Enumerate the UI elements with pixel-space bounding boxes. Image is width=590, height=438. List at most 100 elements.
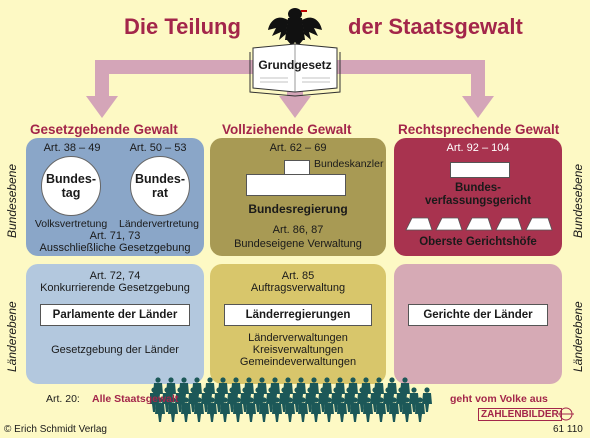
chancellor-label: Bundeskanzler	[314, 158, 384, 170]
publisher: © Erich Schmidt Verlag	[4, 424, 107, 435]
side-label-state-left: Länderebene	[5, 301, 19, 372]
person-icon	[231, 377, 241, 402]
side-label-state-right: Länderebene	[571, 301, 585, 372]
person-icon	[220, 397, 230, 422]
municipal-administrations: Gemeindeverwaltungen	[239, 356, 357, 368]
person-icon	[331, 387, 341, 412]
constitutional-court-block	[450, 162, 510, 178]
legislative-federal-panel: Art. 38 – 49 Art. 50 – 53 Bundes- tag Bu…	[26, 138, 204, 256]
footer-right-quote: geht vom Volke aus	[450, 393, 548, 405]
person-icon	[400, 377, 410, 402]
person-icon	[194, 397, 204, 422]
person-icon	[318, 387, 328, 412]
state-governments-box: Länderregierungen	[224, 304, 372, 326]
art-86-87: Art. 86, 87	[272, 224, 324, 236]
eagle-icon	[268, 8, 322, 46]
person-icon	[155, 397, 165, 422]
person-icon	[279, 387, 289, 412]
caption-volksvertretung: Volksvertretung	[34, 218, 108, 230]
person-icon	[296, 377, 306, 402]
side-label-federal-left: Bundesebene	[5, 163, 19, 238]
person-icon	[227, 387, 237, 412]
person-icon	[350, 397, 360, 422]
person-icon	[201, 387, 211, 412]
person-icon	[253, 387, 263, 412]
exclusive-legislation: Ausschließliche Gesetzgebung	[39, 242, 191, 254]
person-icon	[344, 387, 354, 412]
person-icon	[357, 387, 367, 412]
bundesrat-label: Bundes- rat	[135, 172, 185, 200]
person-icon	[162, 387, 172, 412]
supreme-courts-label: Oberste Gerichtshöfe	[419, 236, 537, 248]
person-icon	[192, 377, 202, 402]
footer-art-20: Art. 20:	[46, 393, 80, 405]
person-icon	[153, 377, 163, 402]
federal-government-label: Bundesregierung	[248, 202, 348, 216]
side-label-federal-right: Bundesebene	[571, 163, 585, 238]
state-courts-box: Gerichte der Länder	[408, 304, 548, 326]
federal-administration: Bundeseigene Verwaltung	[234, 238, 362, 250]
person-icon	[150, 387, 159, 412]
book-label: Grundgesetz	[258, 58, 332, 72]
executive-federal-panel: Art. 62 – 69 Bundeskanzler Bundesregieru…	[210, 138, 386, 256]
person-icon	[370, 387, 380, 412]
person-icon	[311, 397, 321, 422]
judicial-federal-panel: Art. 92 – 104 Bundes- verfassungsgericht…	[394, 138, 562, 256]
person-icon	[348, 377, 358, 402]
person-icon	[205, 377, 215, 402]
person-icon	[166, 377, 176, 402]
circle-bundesrat: Bundes- rat	[130, 156, 190, 216]
art-72-74: Art. 72, 74	[89, 270, 141, 282]
art-bundesrat: Art. 50 – 53	[129, 142, 187, 154]
person-icon	[285, 397, 295, 422]
person-icon	[387, 377, 397, 402]
person-icon	[266, 387, 276, 412]
person-icon	[218, 377, 228, 402]
art-62-69: Art. 62 – 69	[269, 142, 327, 154]
person-icon	[309, 377, 319, 402]
person-icon	[292, 387, 302, 412]
art-92-104: Art. 92 – 104	[446, 142, 510, 154]
people-crowd	[150, 377, 432, 422]
constitutional-court-label: Bundes- verfassungsgericht	[424, 182, 532, 207]
legislative-state-panel: Art. 72, 74 Konkurrierende Gesetzgebung …	[26, 264, 204, 384]
person-icon	[244, 377, 254, 402]
person-icon	[402, 397, 412, 422]
person-icon	[181, 397, 191, 422]
person-icon	[272, 397, 282, 422]
person-icon	[233, 397, 243, 422]
book-icon	[249, 43, 341, 97]
art-71-73: Art. 71, 73	[89, 230, 141, 242]
person-icon	[207, 397, 217, 422]
brand-logo: ZAHLENBILDER	[478, 408, 562, 421]
person-icon	[361, 377, 371, 402]
person-icon	[337, 397, 347, 422]
person-icon	[283, 377, 293, 402]
person-icon	[415, 397, 425, 422]
person-icon	[383, 387, 393, 412]
art-85: Art. 85	[281, 270, 315, 282]
person-icon	[214, 387, 224, 412]
person-icon	[422, 387, 432, 412]
person-icon	[305, 387, 315, 412]
person-icon	[259, 397, 269, 422]
person-icon	[240, 387, 250, 412]
concurrent-legislation: Konkurrierende Gesetzgebung	[40, 282, 190, 294]
person-icon	[298, 397, 308, 422]
person-icon	[270, 377, 280, 402]
chart-number: 61 110	[553, 424, 583, 435]
district-administrations: Kreisverwaltungen	[252, 344, 344, 356]
person-icon	[188, 387, 198, 412]
supreme-courts-blocks	[405, 217, 553, 231]
heading-legislative: Gesetzgebende Gewalt	[30, 122, 178, 137]
title-right: der Staatsgewalt	[348, 14, 523, 39]
circle-bundestag: Bundes- tag	[41, 156, 101, 216]
person-icon	[409, 387, 419, 412]
person-icon	[376, 397, 386, 422]
header-graphic	[86, 8, 494, 118]
person-icon	[324, 397, 334, 422]
person-icon	[168, 397, 178, 422]
heading-judicial: Rechtsprechende Gewalt	[398, 122, 560, 137]
person-icon	[179, 377, 189, 402]
state-administrations: Länderverwaltungen	[248, 332, 348, 344]
